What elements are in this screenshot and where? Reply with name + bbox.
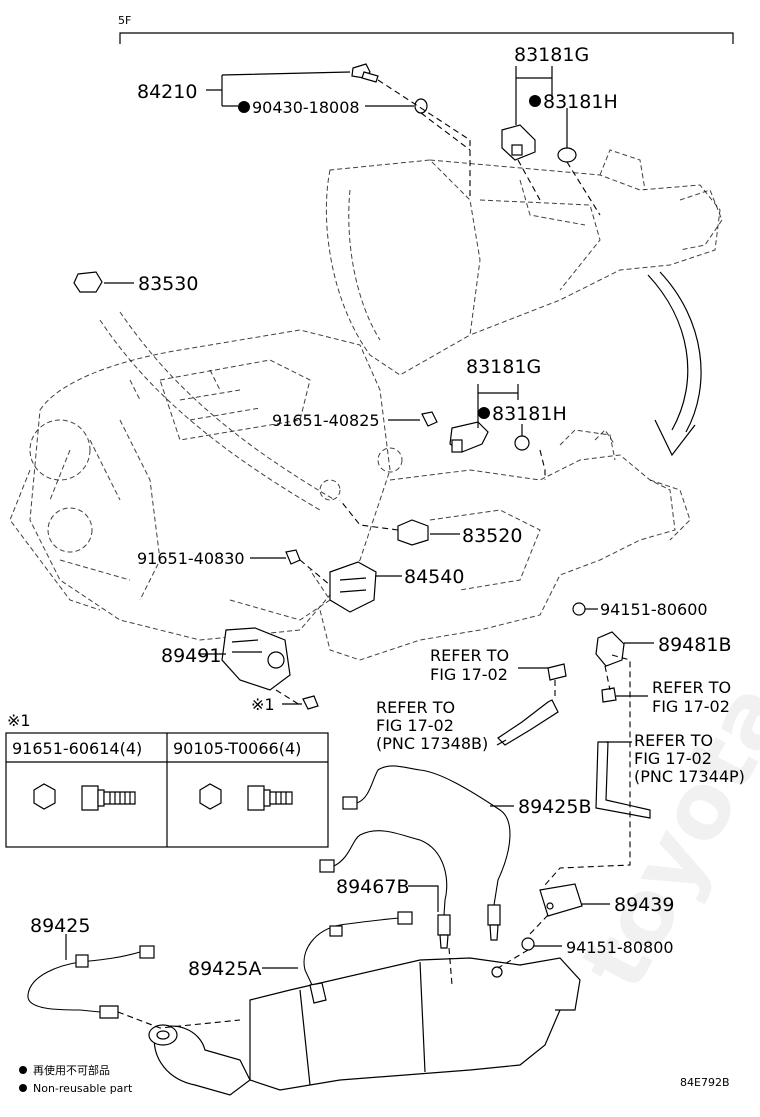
- part-90430-gasket: [414, 98, 428, 114]
- refer-note-2-line-2: FIG 17-02: [652, 697, 730, 716]
- label-94151-80600: 94151-80600: [600, 600, 708, 619]
- label-83181H-upper: 83181H: [543, 91, 618, 113]
- hardware-table: ※1 91651-60614(4) 90105-T0066(4): [5, 711, 329, 848]
- refer-note-4-line-3: (PNC 17344P): [634, 767, 745, 786]
- label-89425: 89425: [30, 915, 90, 937]
- label-91651-40830: 91651-40830: [137, 549, 245, 568]
- non-reusable-dot: [238, 101, 250, 113]
- part-nut-exhaust: [491, 966, 503, 978]
- refer-note-1-line-1: REFER TO: [430, 646, 509, 665]
- label-89481B: 89481B: [658, 634, 731, 656]
- label-84210: 84210: [137, 81, 197, 103]
- label-83181G-lower: 83181G: [466, 356, 541, 378]
- label-94151-80800: 94151-80800: [566, 938, 674, 957]
- table-note-marker: ※1: [7, 711, 31, 730]
- bolt-side-icon: [81, 785, 136, 811]
- label-89491: 89491: [161, 645, 221, 667]
- part-83520-switch: [397, 519, 429, 546]
- non-reusable-dot: [19, 1084, 27, 1092]
- non-reusable-dot: [19, 1066, 27, 1074]
- part-94151-80600-nut: [572, 602, 586, 616]
- part-89439-bracket: [539, 883, 583, 917]
- part-83181H-oring-upper: [557, 147, 577, 163]
- label-90430-18008: 90430-18008: [252, 98, 360, 117]
- transmission-illustration: [325, 149, 723, 376]
- part-89425B-oxygen-sensor: [342, 765, 511, 941]
- label-89467B: 89467B: [336, 876, 409, 898]
- part-83181G-sensor-upper: [501, 124, 536, 161]
- refer-note-4-line-2: FIG 17-02: [634, 749, 712, 768]
- transfer-case-illustration: [319, 429, 691, 661]
- part-89425-oxygen-sensor: [27, 945, 155, 1019]
- part-89425A-oxygen-sensor: [303, 911, 413, 1004]
- table-col-2-header: 90105-T0066(4): [173, 739, 301, 758]
- refer-notes: REFER TO FIG 17-02 REFER TO FIG 17-02 RE…: [376, 646, 745, 786]
- part-hose-left: [497, 663, 567, 746]
- part-83181G-sensor-lower: [449, 421, 489, 453]
- note-ref-marker: ※1: [251, 695, 275, 714]
- label-83520: 83520: [462, 525, 522, 547]
- part-91651-40830-bolt: [285, 549, 301, 565]
- label-83530: 83530: [138, 273, 198, 295]
- part-91651-40825-bolt: [421, 411, 438, 427]
- label-83181G-upper: 83181G: [514, 44, 589, 66]
- part-89481B-bracket: [595, 631, 625, 667]
- leader-lines: [65, 66, 654, 1029]
- label-83181H-lower: 83181H: [492, 403, 567, 425]
- non-reusable-dot: [529, 95, 541, 107]
- table-col-1-header: 91651-60614(4): [12, 739, 142, 758]
- refer-note-2-line-1: REFER TO: [652, 678, 731, 697]
- part-83530-switch: [73, 271, 103, 293]
- label-89425B: 89425B: [518, 796, 591, 818]
- legend-item-jp: 再使用不可部品: [33, 1063, 110, 1077]
- exhaust-illustration: [148, 957, 581, 1096]
- part-94151-80800-nut: [521, 937, 535, 951]
- refer-note-1-line-2: FIG 17-02: [430, 665, 508, 684]
- label-89425A: 89425A: [188, 958, 261, 980]
- part-84540-sensor: [329, 561, 377, 613]
- refer-note-3-line-2: FIG 17-02: [376, 716, 454, 735]
- legend-item-en: Non-reusable part: [33, 1082, 133, 1095]
- label-91651-40825: 91651-40825: [272, 411, 380, 430]
- part-83181H-oring-lower: [514, 435, 530, 451]
- part-bolt-note1: [302, 695, 319, 710]
- part-89491-sensor: [221, 627, 291, 691]
- hex-head-icon: [33, 783, 56, 810]
- part-labels: 84210 90430-18008 83181G 83181H 83530 83…: [30, 44, 731, 980]
- refer-note-3-line-1: REFER TO: [376, 698, 455, 717]
- part-89467B-oxygen-sensor: [319, 830, 451, 949]
- label-89439: 89439: [614, 894, 674, 916]
- refer-note-3-line-3: (PNC 17348B): [376, 734, 488, 753]
- hex-head-icon: [199, 783, 222, 810]
- part-84210-bolt: [351, 63, 379, 83]
- flow-arrow: [647, 271, 702, 457]
- non-reusable-dot: [478, 407, 490, 419]
- bolt-side-icon: [247, 785, 293, 811]
- label-84540: 84540: [404, 566, 464, 588]
- group-label: 5F: [118, 14, 131, 27]
- figure-code: 84E792B: [680, 1076, 730, 1089]
- legend: 再使用不可部品 Non-reusable part: [19, 1063, 133, 1095]
- group-bracket: 5F: [118, 14, 734, 44]
- refer-note-4-line-1: REFER TO: [634, 731, 713, 750]
